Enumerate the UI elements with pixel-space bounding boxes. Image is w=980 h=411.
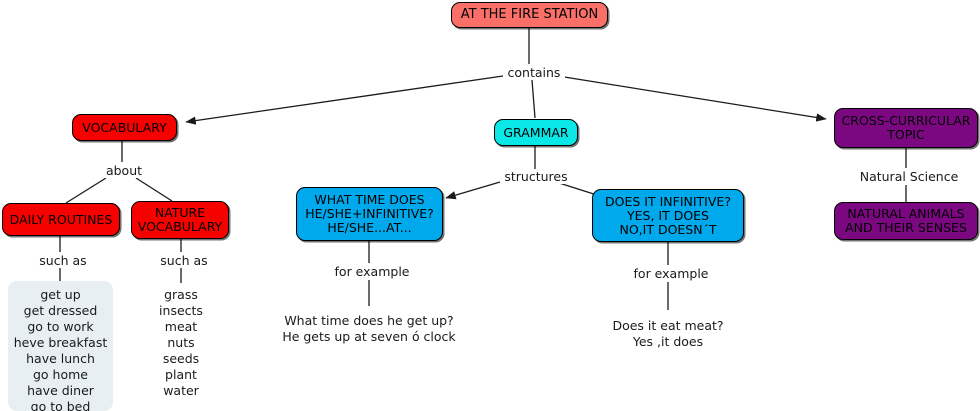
node-natural-animals[interactable]: NATURAL ANIMALS AND THEIR SENSES bbox=[834, 202, 978, 240]
daily-routines-list: get up get dressed go to work heve break… bbox=[13, 287, 108, 411]
node-cross-curricular-topic[interactable]: CROSS-CURRICULAR TOPIC bbox=[834, 108, 978, 148]
link-label-for-example-what-time: for example bbox=[330, 264, 414, 279]
link-label-for-example-does-it: for example bbox=[629, 266, 713, 281]
nature-vocabulary-list: grass insects meat nuts seeds plant wate… bbox=[159, 287, 203, 398]
link-label-natural-science: Natural Science bbox=[855, 169, 963, 184]
link-label-structures: structures bbox=[500, 169, 572, 184]
link-label-about: about bbox=[98, 163, 150, 178]
link-label-such-as-daily-routines: such as bbox=[30, 253, 96, 268]
node-nature-vocabulary[interactable]: NATURE VOCABULARY bbox=[131, 201, 229, 239]
link-label-contains: contains bbox=[503, 65, 565, 80]
example-does-it: Does it eat meat? Yes ,it does bbox=[612, 318, 724, 349]
node-structure-does-it[interactable]: DOES IT INFINITIVE? YES, IT DOES NO,IT D… bbox=[592, 189, 744, 242]
node-vocabulary[interactable]: VOCABULARY bbox=[72, 114, 177, 141]
node-grammar[interactable]: GRAMMAR bbox=[494, 119, 578, 146]
link-label-such-as-nature: such as bbox=[151, 253, 217, 268]
node-structure-what-time[interactable]: WHAT TIME DOES HE/SHE+INFINITIVE? HE/SHE… bbox=[296, 187, 443, 241]
node-root-topic[interactable]: AT THE FIRE STATION bbox=[451, 2, 608, 28]
node-daily-routines[interactable]: DAILY ROUTINES bbox=[2, 203, 120, 236]
daily-routines-list-box bbox=[8, 281, 113, 411]
example-what-time: What time does he get up? He gets up at … bbox=[282, 313, 456, 344]
